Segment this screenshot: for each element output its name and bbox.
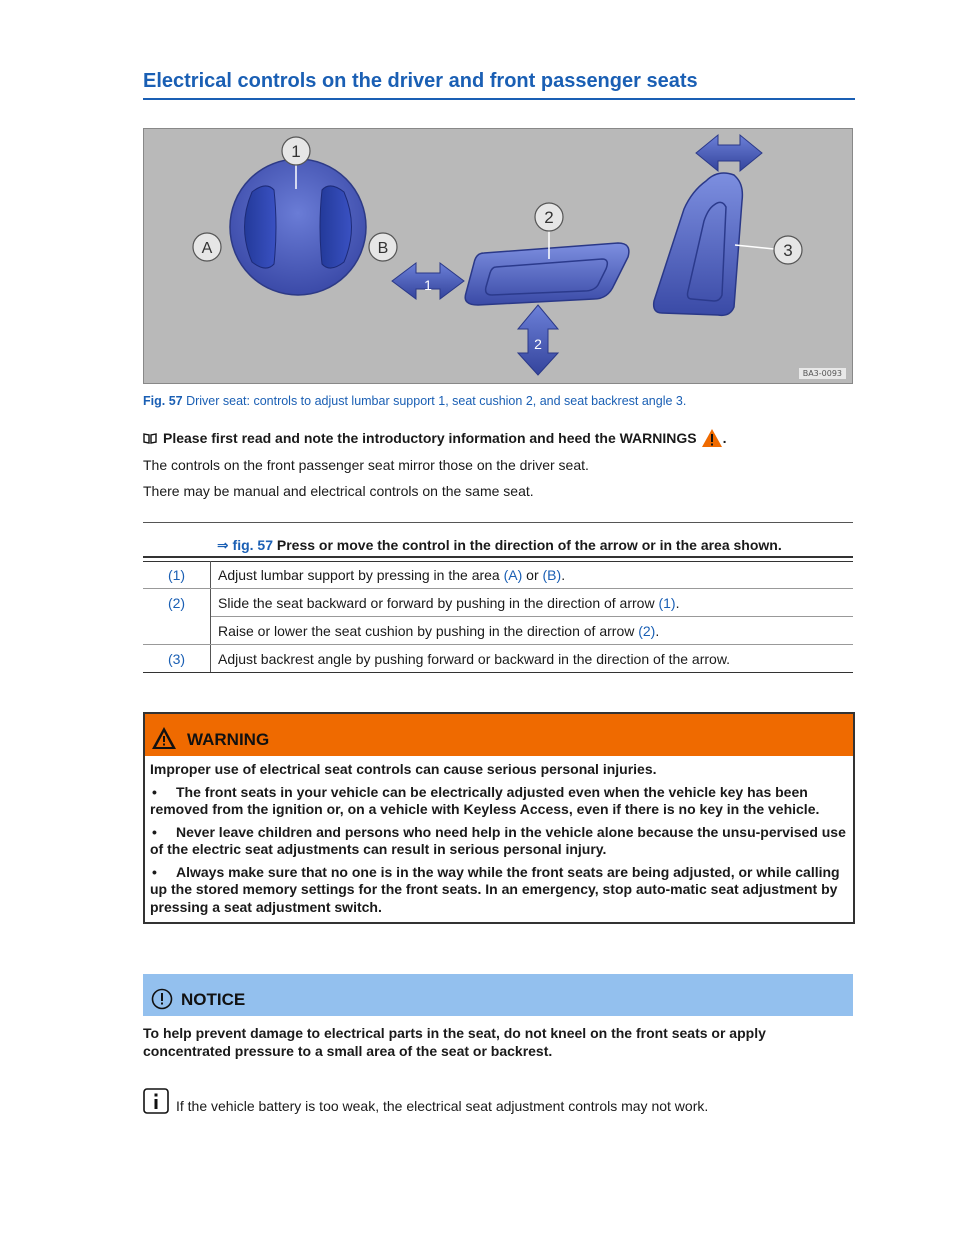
row-key: (2) [143, 588, 211, 645]
warning-triangle-icon [701, 429, 722, 447]
warning-bullet: •The front seats in your vehicle can be … [150, 783, 820, 818]
svg-text:2: 2 [544, 208, 553, 227]
callout-b: B [368, 232, 398, 262]
row-key: (3) [143, 644, 211, 673]
arrow-backrest-angle [695, 133, 763, 173]
lumbar-dial [229, 158, 367, 296]
table-row: (2) Slide the seat backward or forward b… [143, 588, 853, 645]
notice-text: To help prevent damage to electrical par… [143, 1025, 766, 1059]
row-key: (1) [143, 561, 211, 589]
fig-57-link[interactable]: ⇒ fig. 57 [216, 537, 273, 553]
table-row: Raise or lower the seat cushion by pushi… [143, 616, 853, 645]
svg-text:B: B [378, 240, 389, 257]
info-note: If the vehicle battery is too weak, the … [143, 1088, 708, 1114]
row-text: Slide the seat backward or forward by pu… [210, 588, 853, 617]
figure-number: Fig. 57 [143, 394, 183, 408]
info-icon [143, 1088, 169, 1114]
warning-bullet: •Never leave children and persons who ne… [150, 823, 846, 858]
row-text: Raise or lower the seat cushion by pushi… [210, 616, 853, 645]
table-header: ⇒ fig. 57 Press or move the control in t… [143, 537, 853, 554]
controls-table: (1) Adjust lumbar support by pressing in… [143, 561, 853, 673]
row-text: Adjust lumbar support by pressing in the… [210, 561, 853, 589]
paragraph-manual-electrical: There may be manual and electrical contr… [143, 483, 534, 499]
notice-header: NOTICE [143, 974, 853, 1016]
warning-header: WARNING [145, 714, 853, 756]
seat-controls-illustration: 1 2 1 A B [192, 133, 803, 376]
callout-3: 3 [773, 235, 803, 265]
table-row: (3) Adjust backrest angle by pushing for… [143, 644, 853, 673]
figure-seat-controls: 1 2 1 A B [143, 128, 853, 384]
warning-lead: Improper use of electrical seat controls… [150, 761, 657, 777]
callout-2: 2 [534, 202, 564, 232]
warning-body: Improper use of electrical seat controls… [145, 756, 853, 922]
svg-text:A: A [202, 240, 213, 257]
arrow-2-label: 2 [534, 336, 542, 352]
callout-a: A [192, 232, 222, 262]
cushion-control [464, 242, 630, 306]
table-row: (1) Adjust lumbar support by pressing in… [143, 561, 853, 589]
table-top-rule [143, 522, 853, 523]
intro-text[interactable]: Please first read and note the introduct… [163, 430, 697, 446]
lumbar-pad-b [319, 185, 352, 269]
backrest-control [652, 172, 744, 317]
figure-caption-text: Driver seat: controls to adjust lumbar s… [182, 394, 687, 408]
notice-label: NOTICE [181, 990, 246, 1009]
lumbar-pad-a [244, 185, 277, 269]
warning-triangle-icon [152, 727, 176, 749]
paragraph-mirror: The controls on the front passenger seat… [143, 457, 589, 473]
info-text: If the vehicle battery is too weak, the … [176, 1098, 709, 1114]
row-text: Adjust backrest angle by pushing forward… [210, 644, 853, 673]
table-header-text: Press or move the control in the directi… [272, 537, 782, 553]
svg-text:3: 3 [783, 241, 792, 260]
intro-line: Please first read and note the introduct… [143, 428, 727, 448]
arrow-1-label: 1 [424, 277, 432, 293]
warning-bullet: •Always make sure that no one is in the … [150, 863, 840, 915]
warning-label: WARNING [187, 730, 270, 749]
exclamation-circle-icon [151, 988, 173, 1010]
figure-code: BA3-0093 [798, 368, 846, 379]
arrow-up-down [516, 304, 560, 376]
page-title: Electrical controls on the driver and fr… [143, 70, 855, 100]
svg-text:1: 1 [291, 142, 300, 161]
figure-caption: Fig. 57 Driver seat: controls to adjust … [143, 394, 686, 408]
callout-1: 1 [281, 136, 311, 166]
warning-box: WARNING Improper use of electrical seat … [143, 712, 855, 924]
open-book-icon [143, 432, 157, 444]
arrow-fore-aft [391, 262, 465, 300]
